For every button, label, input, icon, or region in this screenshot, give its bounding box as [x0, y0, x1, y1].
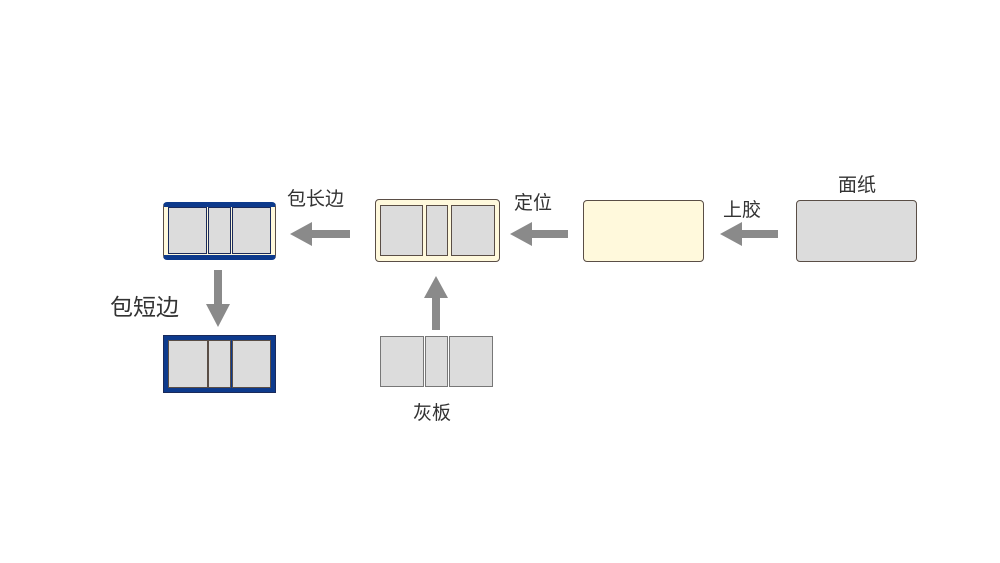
board-panel-left [380, 205, 423, 256]
label-face-paper: 面纸 [838, 174, 877, 196]
arrow-left-glue [720, 222, 778, 246]
arrow-up-greyboard [424, 276, 448, 330]
finished-panel-right [232, 340, 271, 388]
arrow-left-position [510, 222, 568, 246]
label-glue: 上胶 [723, 199, 762, 221]
greyboard-spine [425, 336, 448, 387]
finished-panel-left [168, 340, 208, 388]
greyboard-panel-right [449, 336, 493, 387]
glued-paper-sheet [583, 200, 704, 262]
board-spine [426, 205, 448, 256]
finished-spine [208, 340, 231, 388]
face-paper-sheet [796, 200, 917, 262]
label-wrap-long: 包长边 [287, 188, 345, 210]
board-panel-right [451, 205, 495, 256]
label-greyboard: 灰板 [413, 402, 452, 424]
wrapped-panel-right [232, 207, 271, 254]
greyboard-panel-left [380, 336, 424, 387]
wrapped-spine [208, 207, 231, 254]
label-position: 定位 [514, 192, 553, 214]
wrapped-panel-left [168, 207, 207, 254]
label-wrap-short: 包短边 [110, 295, 179, 321]
arrow-down-wrap-short [206, 270, 230, 327]
arrow-left-wrap-long [290, 222, 350, 246]
